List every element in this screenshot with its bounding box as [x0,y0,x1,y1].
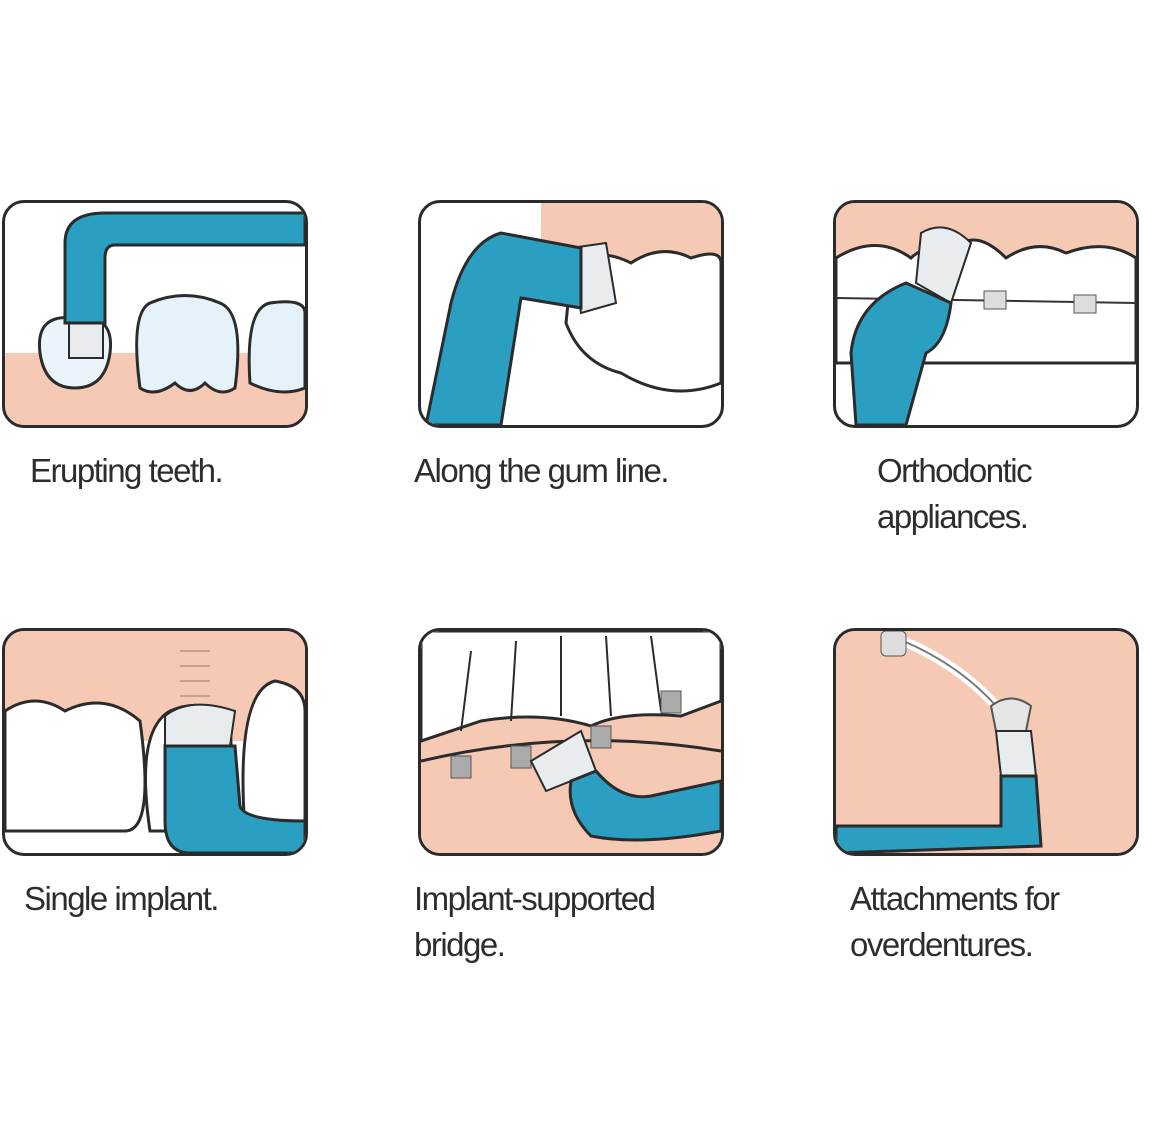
illustration-implant-bridge [418,628,724,856]
caption-line: appliances. [877,498,1029,535]
caption-gum-line: Along the gum line. [414,448,670,494]
caption-line: Single implant. [24,880,219,917]
illustration-single-implant [2,628,308,856]
erupting-teeth-drawing [5,211,305,425]
illustration-gum-line [418,200,724,428]
caption-line: overdentures. [850,926,1034,963]
caption-implant-bridge: Implant-supported bridge. [414,876,656,968]
caption-line: Implant-supported [414,880,656,917]
caption-single-implant: Single implant. [24,876,219,922]
implant-bridge-drawing [421,631,721,853]
caption-line: Attachments for [850,880,1060,917]
orthodontic-drawing [836,203,1136,425]
gum-line-drawing [424,203,721,425]
caption-line: Erupting teeth. [30,452,224,489]
illustration-orthodontic [833,200,1139,428]
caption-erupting-teeth: Erupting teeth. [30,448,224,494]
caption-line: bridge. [414,926,506,963]
caption-line: Along the gum line. [414,452,670,489]
single-implant-drawing [5,631,305,853]
caption-line: Orthodontic [877,452,1033,489]
overdentures-drawing [836,631,1136,853]
illustration-overdentures [833,628,1139,856]
caption-overdentures: Attachments for overdentures. [850,876,1060,968]
caption-orthodontic: Orthodontic appliances. [877,448,1033,540]
illustration-erupting-teeth [2,200,308,428]
